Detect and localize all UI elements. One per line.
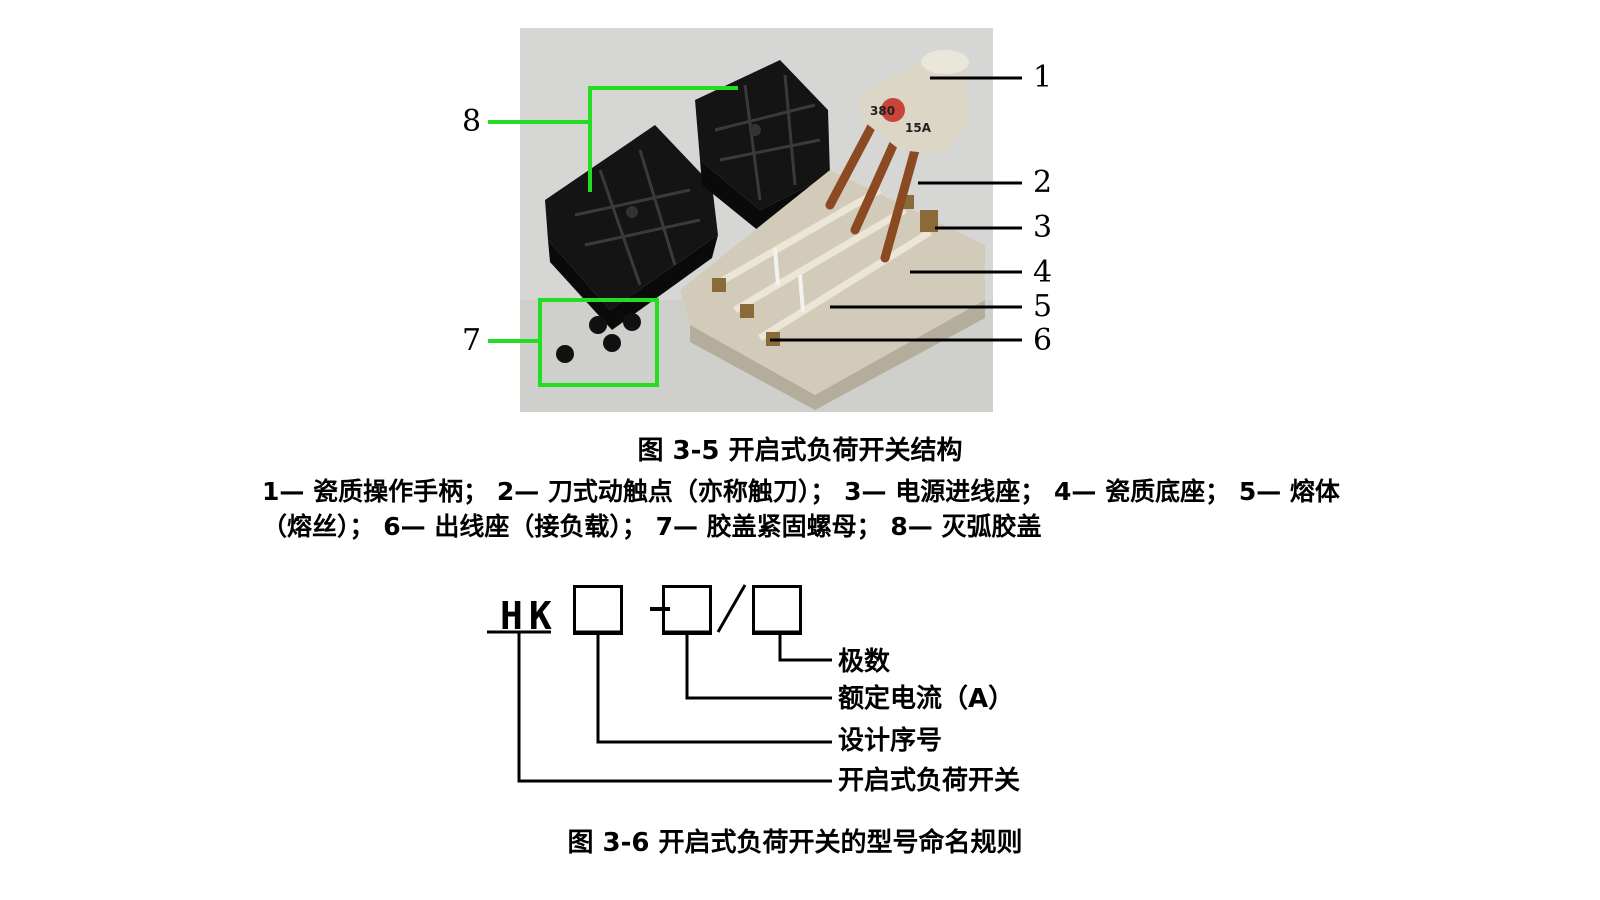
legend-item-6: 6— 出线座（接负载）；	[383, 512, 647, 541]
callout-1: 1	[1033, 60, 1053, 95]
label-rated-current: 额定电流（A）	[838, 684, 1015, 714]
legend-item-3: 3— 电源进线座；	[844, 477, 1046, 506]
legend-item-4: 4— 瓷质底座；	[1053, 477, 1231, 506]
callout-6: 6	[1033, 323, 1053, 358]
black-callout-lines	[770, 76, 1022, 342]
green-callout-lines	[488, 86, 738, 387]
figure-3-5-legend: 1— 瓷质操作手柄； 2— 刀式动触点（亦称触刀）； 3— 电源进线座； 4— …	[262, 474, 1352, 544]
model-dash	[650, 607, 670, 611]
callout-4: 4	[1033, 255, 1053, 290]
callout-3: 3	[1033, 210, 1053, 245]
legend-item-8: 8— 灭弧胶盖	[890, 512, 1042, 541]
label-design-number: 设计序号	[838, 726, 943, 756]
figure-3-5-caption: 图 3-5 开启式负荷开关结构	[637, 436, 963, 466]
figure-3-6-caption: 图 3-6 开启式负荷开关的型号命名规则	[567, 828, 1023, 858]
callout-5: 5	[1033, 289, 1053, 324]
porcelain-handle: 380 15A	[858, 50, 970, 155]
knife-blades	[825, 115, 920, 263]
callout-8: 8	[462, 104, 482, 139]
callout-2: 2	[1033, 165, 1053, 200]
svg-text:380: 380	[870, 104, 895, 118]
callout-7: 7	[462, 323, 482, 358]
legend-item-5: 5— 熔体（熔丝）；	[262, 477, 1340, 541]
legend-item-2: 2— 刀式动触点（亦称触刀）；	[496, 477, 836, 506]
label-open-load-switch: 开启式负荷开关	[838, 766, 1021, 796]
svg-text:15A: 15A	[905, 121, 932, 135]
legend-item-1: 1— 瓷质操作手柄；	[262, 477, 489, 506]
fastening-nuts	[556, 313, 641, 363]
label-pole-count: 极数	[838, 647, 891, 677]
legend-item-7: 7— 胶盖紧固螺母；	[655, 512, 882, 541]
